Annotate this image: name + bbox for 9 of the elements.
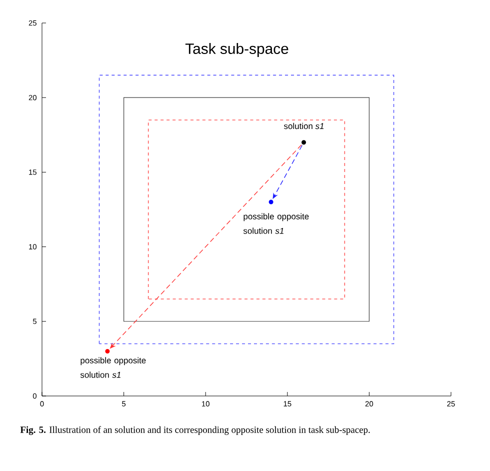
data-point: [302, 140, 306, 145]
plot-title: Task sub-space: [185, 43, 288, 57]
dashed-arrow: [272, 145, 302, 199]
point-label: possible opposite solution s1: [243, 213, 309, 234]
point-label: solution s1: [284, 122, 324, 130]
data-point: [105, 348, 110, 354]
data-point: [268, 200, 274, 204]
caption: Fig. 5. Illustration of an solution and its corresponding opposite solution in task sub-spacep.: [20, 426, 370, 435]
point-label: possible opposite solution s1: [80, 357, 146, 378]
